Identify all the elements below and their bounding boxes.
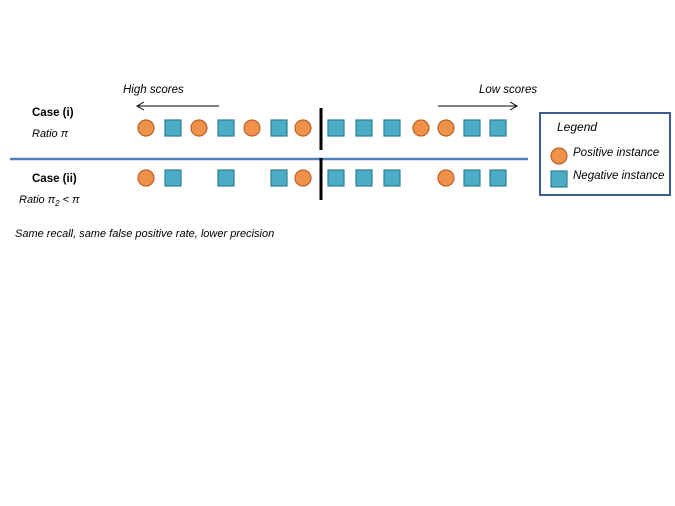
case-i-positive-instance: [412, 119, 430, 137]
positive-instance-swatch: [550, 147, 568, 165]
legend-negative-label: Negative instance: [573, 170, 665, 182]
low-scores-label: Low scores: [479, 84, 538, 96]
legend-box: Legend Positive instance Negative instan…: [539, 112, 671, 196]
case-i-title: Case (i): [32, 107, 74, 119]
case-ii-negative-instance: [489, 169, 507, 187]
case-i-positive-instance: [243, 119, 261, 137]
case-i-negative-instance: [270, 119, 288, 137]
case-ii-positive-instance: [294, 169, 312, 187]
case-ii-negative-instance: [164, 169, 182, 187]
case-i-positive-instance: [294, 119, 312, 137]
case-i-positive-instance: [437, 119, 455, 137]
case-ii-ratio-subscript: 2: [55, 199, 60, 209]
case-i-positive-instance: [137, 119, 155, 137]
case-ii-row: [137, 158, 507, 200]
case-i-negative-instance: [489, 119, 507, 137]
legend-positive-label: Positive instance: [573, 147, 660, 159]
case-i-negative-instance: [383, 119, 401, 137]
case-i-negative-instance: [217, 119, 235, 137]
case-ii-title: Case (ii): [32, 173, 77, 185]
high-scores-label: High scores: [123, 84, 184, 96]
case-i-row: [137, 108, 507, 150]
case-ii-positive-instance: [137, 169, 155, 187]
case-i-ratio: Ratio π: [32, 128, 69, 140]
case-ii-negative-instance: [355, 169, 373, 187]
legend-title: Legend: [557, 120, 598, 134]
case-ii-positive-instance: [437, 169, 455, 187]
negative-instance-swatch: [550, 170, 568, 188]
case-ii-ratio: Ratio π2 < π: [19, 194, 79, 208]
case-ii-negative-instance: [217, 169, 235, 187]
case-ii-negative-instance: [327, 169, 345, 187]
case-i-positive-instance: [190, 119, 208, 137]
high-scores-arrow: [135, 101, 219, 111]
case-ii-negative-instance: [463, 169, 481, 187]
case-i-negative-instance: [164, 119, 182, 137]
case-ii-negative-instance: [270, 169, 288, 187]
low-scores-arrow: [438, 101, 519, 111]
caption-note: Same recall, same false positive rate, l…: [15, 228, 275, 240]
case-i-negative-instance: [355, 119, 373, 137]
case-i-negative-instance: [463, 119, 481, 137]
case-ii-ratio-suffix: < π: [59, 194, 80, 206]
case-i-negative-instance: [327, 119, 345, 137]
case-ii-negative-instance: [383, 169, 401, 187]
case-ii-ratio-prefix: Ratio π: [19, 194, 56, 206]
